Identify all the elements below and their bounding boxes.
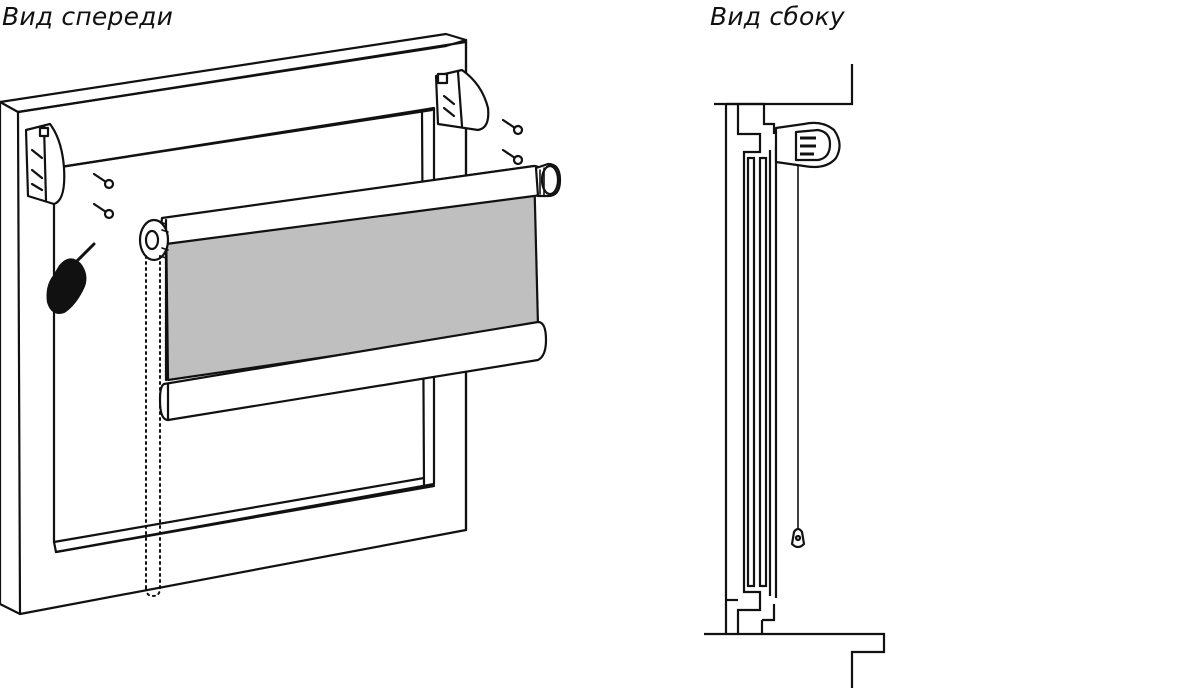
cord-weight (790, 527, 806, 549)
control-chain (145, 255, 161, 597)
side-bracket (774, 121, 841, 169)
frame-top-inner-edge (16, 40, 468, 114)
opening-top-inner (52, 108, 434, 170)
opening-bottom-inner (52, 476, 426, 544)
screw-icon (92, 202, 115, 220)
left-bracket (24, 122, 66, 206)
frame-top-bevel (0, 32, 468, 104)
screw-icon (501, 118, 524, 136)
screw-icon (501, 148, 524, 166)
front-view (0, 32, 562, 616)
glass-pane (746, 156, 756, 588)
wall-bottom-profile (704, 632, 886, 688)
frame-profile-left (726, 102, 776, 134)
frame-left-edge (16, 110, 22, 616)
screwdriver-icon (46, 242, 96, 314)
right-end-cap (534, 162, 562, 198)
side-view-title: Вид сбоку (710, 2, 845, 31)
wall-top-profile (714, 64, 854, 106)
right-bracket (434, 68, 490, 132)
left-end-cap (138, 218, 170, 262)
glass-pane-inner (758, 156, 768, 588)
side-view (704, 64, 886, 688)
screw-icon (92, 172, 115, 190)
bracket-icon (434, 68, 490, 132)
opening-bottom-inner-2 (54, 484, 436, 554)
front-view-title: Вид спереди (2, 2, 174, 31)
